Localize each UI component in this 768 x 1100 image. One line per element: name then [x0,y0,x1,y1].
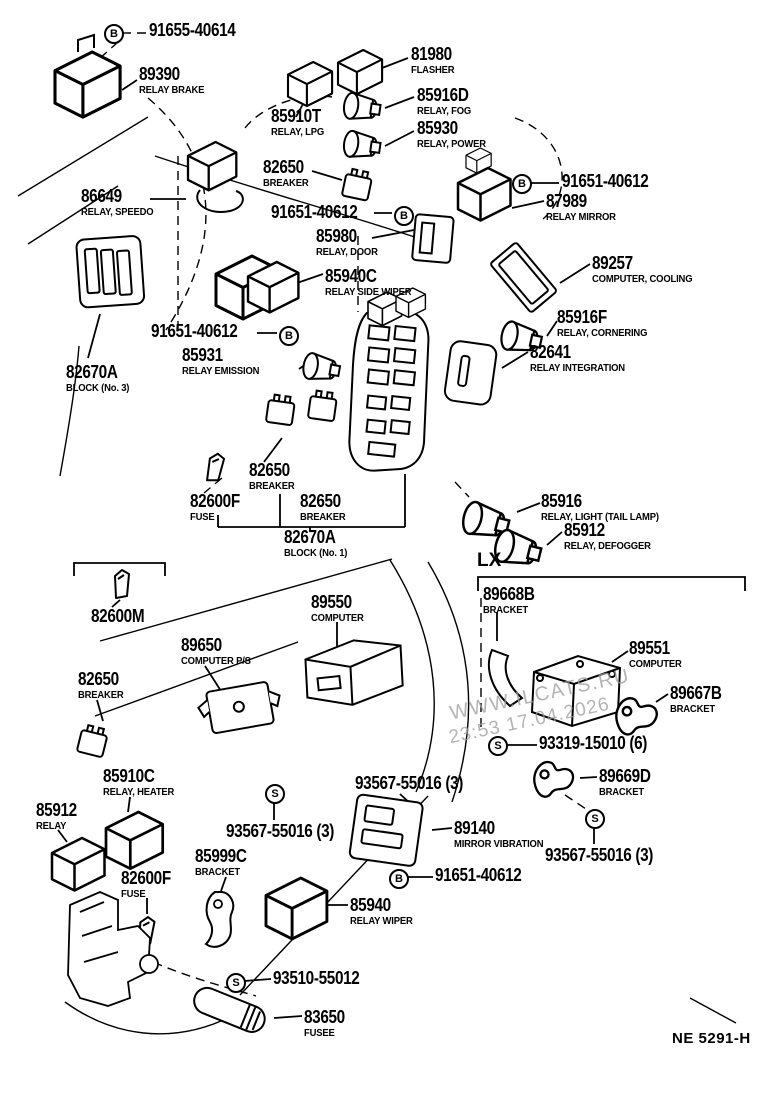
sketch-relay-integration [443,340,498,406]
label-screw-93510: 93510-55012 [273,968,360,988]
symbol-b-left: B [279,326,299,346]
symbol-s-bottom: S [226,973,246,993]
sketch-relay-mirror [456,166,512,222]
sketch-relay-speedo [186,140,238,192]
sketch-fusee [193,986,266,1033]
sketch-relay-door [411,213,455,264]
sketch-computer-ps [197,681,281,734]
label-screw-91651-top-right: 91651-40612 [562,171,649,191]
82600m-bracket-line [73,562,166,576]
sketch-relay-wiper [264,876,329,941]
sketch-relay-power [341,129,383,162]
sketch-breaker-mid-2 [306,388,339,423]
symbol-b-mid: B [394,206,414,226]
sketch-relay-heater [104,810,165,871]
label-screw-93567-right: 93567-55016 (3) [545,845,654,865]
label-fuse-82600m: 82600M [91,606,145,626]
symbol-s-93319: S [488,736,508,756]
label-screw-91651-bottom: 91651-40612 [435,865,522,885]
symbol-s-right: S [585,809,605,829]
sketch-relay-85912 [50,836,106,892]
label-screw-91651-left: 91651-40612 [151,321,238,341]
sketch-bracket-89669d [533,760,575,798]
sketch-computer-89551 [530,654,622,728]
sketch-block-no1 [348,309,430,472]
symbol-b-top-right: B [512,174,532,194]
label-screw-93567-mid: 93567-55016 (3) [355,773,464,793]
sketch-computer-cooling [490,242,557,313]
label-screw-93319: 93319-15010 (6) [539,733,648,753]
sketch-computer-89550 [304,639,404,706]
sketch-fuse-82600m [114,569,130,599]
sketch-block-no3 [75,235,146,309]
symbol-s-mid: S [265,784,285,804]
sketch-bracket-89668b [487,648,524,708]
sketch-relay-brake [53,50,122,119]
part-sketches [50,33,658,1033]
symbol-b-top-left: B [104,24,124,44]
sketch-flasher [336,48,384,96]
label-screw-91655-40614: 91655-40614 [149,20,236,40]
block-no1-bracket-line [217,474,406,531]
symbol-b-bottom: B [389,869,409,889]
label-screw-93567-left: 93567-55016 (3) [226,821,335,841]
sketch-breaker-top [340,166,375,202]
lx-bracket-line [477,576,746,591]
label-screw-91651-mid: 91651-40612 [271,202,358,222]
sketch-relay-lpg [286,60,334,108]
leader-lines [57,57,746,1019]
sketch-relay-emission [300,351,343,385]
sketch-relay-fog [341,91,383,124]
sketch-bracket-85999c [204,891,235,948]
lx-section-label: LX [477,550,502,571]
sketch-breaker-mid-1 [264,392,297,427]
sketch-mirror-vibration [348,793,424,867]
sketch-breaker-left [75,722,110,759]
sketch-firewall-block [67,891,159,1007]
drawing-code: NE 5291-H [672,1030,751,1047]
